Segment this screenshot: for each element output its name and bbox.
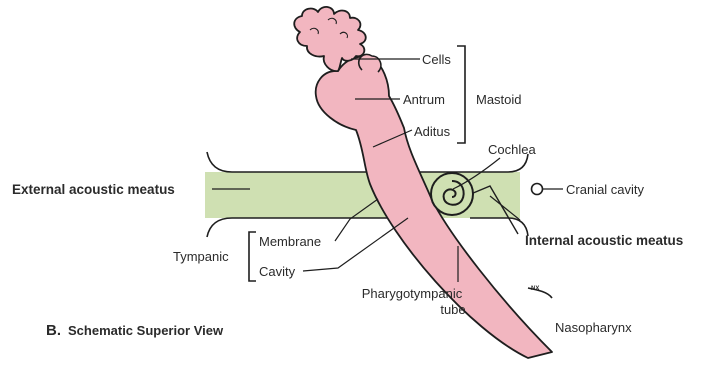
label-tympanic: Tympanic <box>173 249 229 264</box>
label-mastoid: Mastoid <box>476 92 522 107</box>
label-membrane: Membrane <box>259 234 321 249</box>
cochlea <box>431 173 473 215</box>
nx-marker-curl <box>528 288 552 298</box>
cranial-cavity-marker <box>532 184 543 195</box>
label-pharyngotympanic-line2: tube <box>440 302 465 317</box>
mastoid-bracket <box>457 46 465 143</box>
label-cavity: Cavity <box>259 264 296 279</box>
label-pharyngotympanic-line1: Pharygotympanic <box>362 286 463 301</box>
caption-letter: B. <box>46 322 61 339</box>
label-antrum: Antrum <box>403 92 445 107</box>
label-cells: Cells <box>422 52 451 67</box>
caption-title: Schematic Superior View <box>68 323 224 338</box>
tympanic-bracket <box>249 232 256 281</box>
label-internal-acoustic-meatus: Internal acoustic meatus <box>525 233 683 248</box>
label-cranial-cavity: Cranial cavity <box>566 182 645 197</box>
meatus-lower-wall-right <box>470 218 528 236</box>
label-nasopharynx: Nasopharynx <box>555 320 632 335</box>
label-cochlea: Cochlea <box>488 142 536 157</box>
label-aditus: Aditus <box>414 124 451 139</box>
antrum-bump <box>359 54 381 72</box>
label-external-acoustic-meatus: External acoustic meatus <box>12 182 175 197</box>
